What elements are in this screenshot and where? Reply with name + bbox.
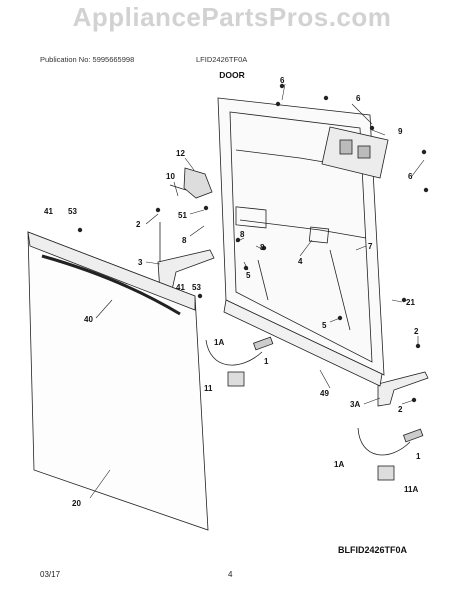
cable-1a-upper[interactable] (205, 339, 263, 366)
label-2: 2 (136, 220, 141, 229)
label-51: 51 (178, 211, 187, 220)
label-2: 2 (414, 327, 419, 336)
label-8: 8 (240, 230, 245, 239)
label-49: 49 (320, 389, 329, 398)
connector-1-upper[interactable] (253, 336, 274, 351)
label-5: 5 (246, 271, 251, 280)
model-number: LFID2426TF0A (196, 55, 248, 64)
connector-1-lower[interactable] (403, 428, 424, 443)
label-3: 3 (138, 258, 143, 267)
diagram-code: BLFID2426TF0A (338, 545, 408, 555)
label-1: 1 (416, 452, 421, 461)
label-40: 40 (84, 315, 93, 324)
label-1a: 1A (334, 460, 344, 469)
label-20: 20 (72, 499, 81, 508)
switch-11[interactable] (227, 371, 245, 387)
label-6: 6 (280, 76, 285, 85)
label-53: 53 (68, 207, 77, 216)
label-6: 6 (408, 172, 413, 181)
label-41: 41 (176, 283, 185, 292)
label-10: 10 (166, 172, 175, 181)
cable-1a-lower[interactable] (357, 427, 411, 456)
footer-date: 03/17 (40, 570, 61, 579)
label-2: 2 (398, 405, 403, 414)
label-3a: 3A (350, 400, 360, 409)
hinge-assembly-12[interactable] (169, 167, 213, 199)
label-1a: 1A (214, 338, 224, 347)
label-1: 1 (264, 357, 269, 366)
label-7: 7 (368, 242, 373, 251)
label-21: 21 (406, 298, 415, 307)
left-hinge-arm[interactable] (157, 222, 215, 293)
label-11a: 11A (404, 485, 418, 494)
label-9: 9 (398, 127, 403, 136)
screws (77, 83, 429, 403)
label-12: 12 (176, 149, 185, 158)
label-8: 8 (260, 243, 265, 252)
detergent-dispenser[interactable] (321, 126, 389, 179)
page-title: DOOR (219, 70, 245, 80)
label-8: 8 (182, 236, 187, 245)
label-5: 5 (322, 321, 327, 330)
label-11: 11 (204, 384, 213, 393)
label-41: 41 (44, 207, 53, 216)
label-6: 6 (356, 94, 361, 103)
publication-number: Publication No: 5995665998 (40, 55, 135, 64)
bottom-trim-strip[interactable] (223, 299, 383, 387)
leader-lines (89, 83, 425, 499)
right-hinge-arm[interactable] (377, 371, 429, 407)
label-53: 53 (192, 283, 201, 292)
watermark: AppliancePartsPros.com (72, 2, 392, 32)
switch-11a[interactable] (377, 465, 395, 481)
outer-door-panel[interactable] (27, 231, 209, 531)
label-4: 4 (298, 257, 303, 266)
callout-labels: 6 6 6 9 12 10 41 53 2 51 8 8 8 7 4 5 3 4… (44, 76, 421, 508)
footer-page-number: 4 (228, 570, 233, 579)
